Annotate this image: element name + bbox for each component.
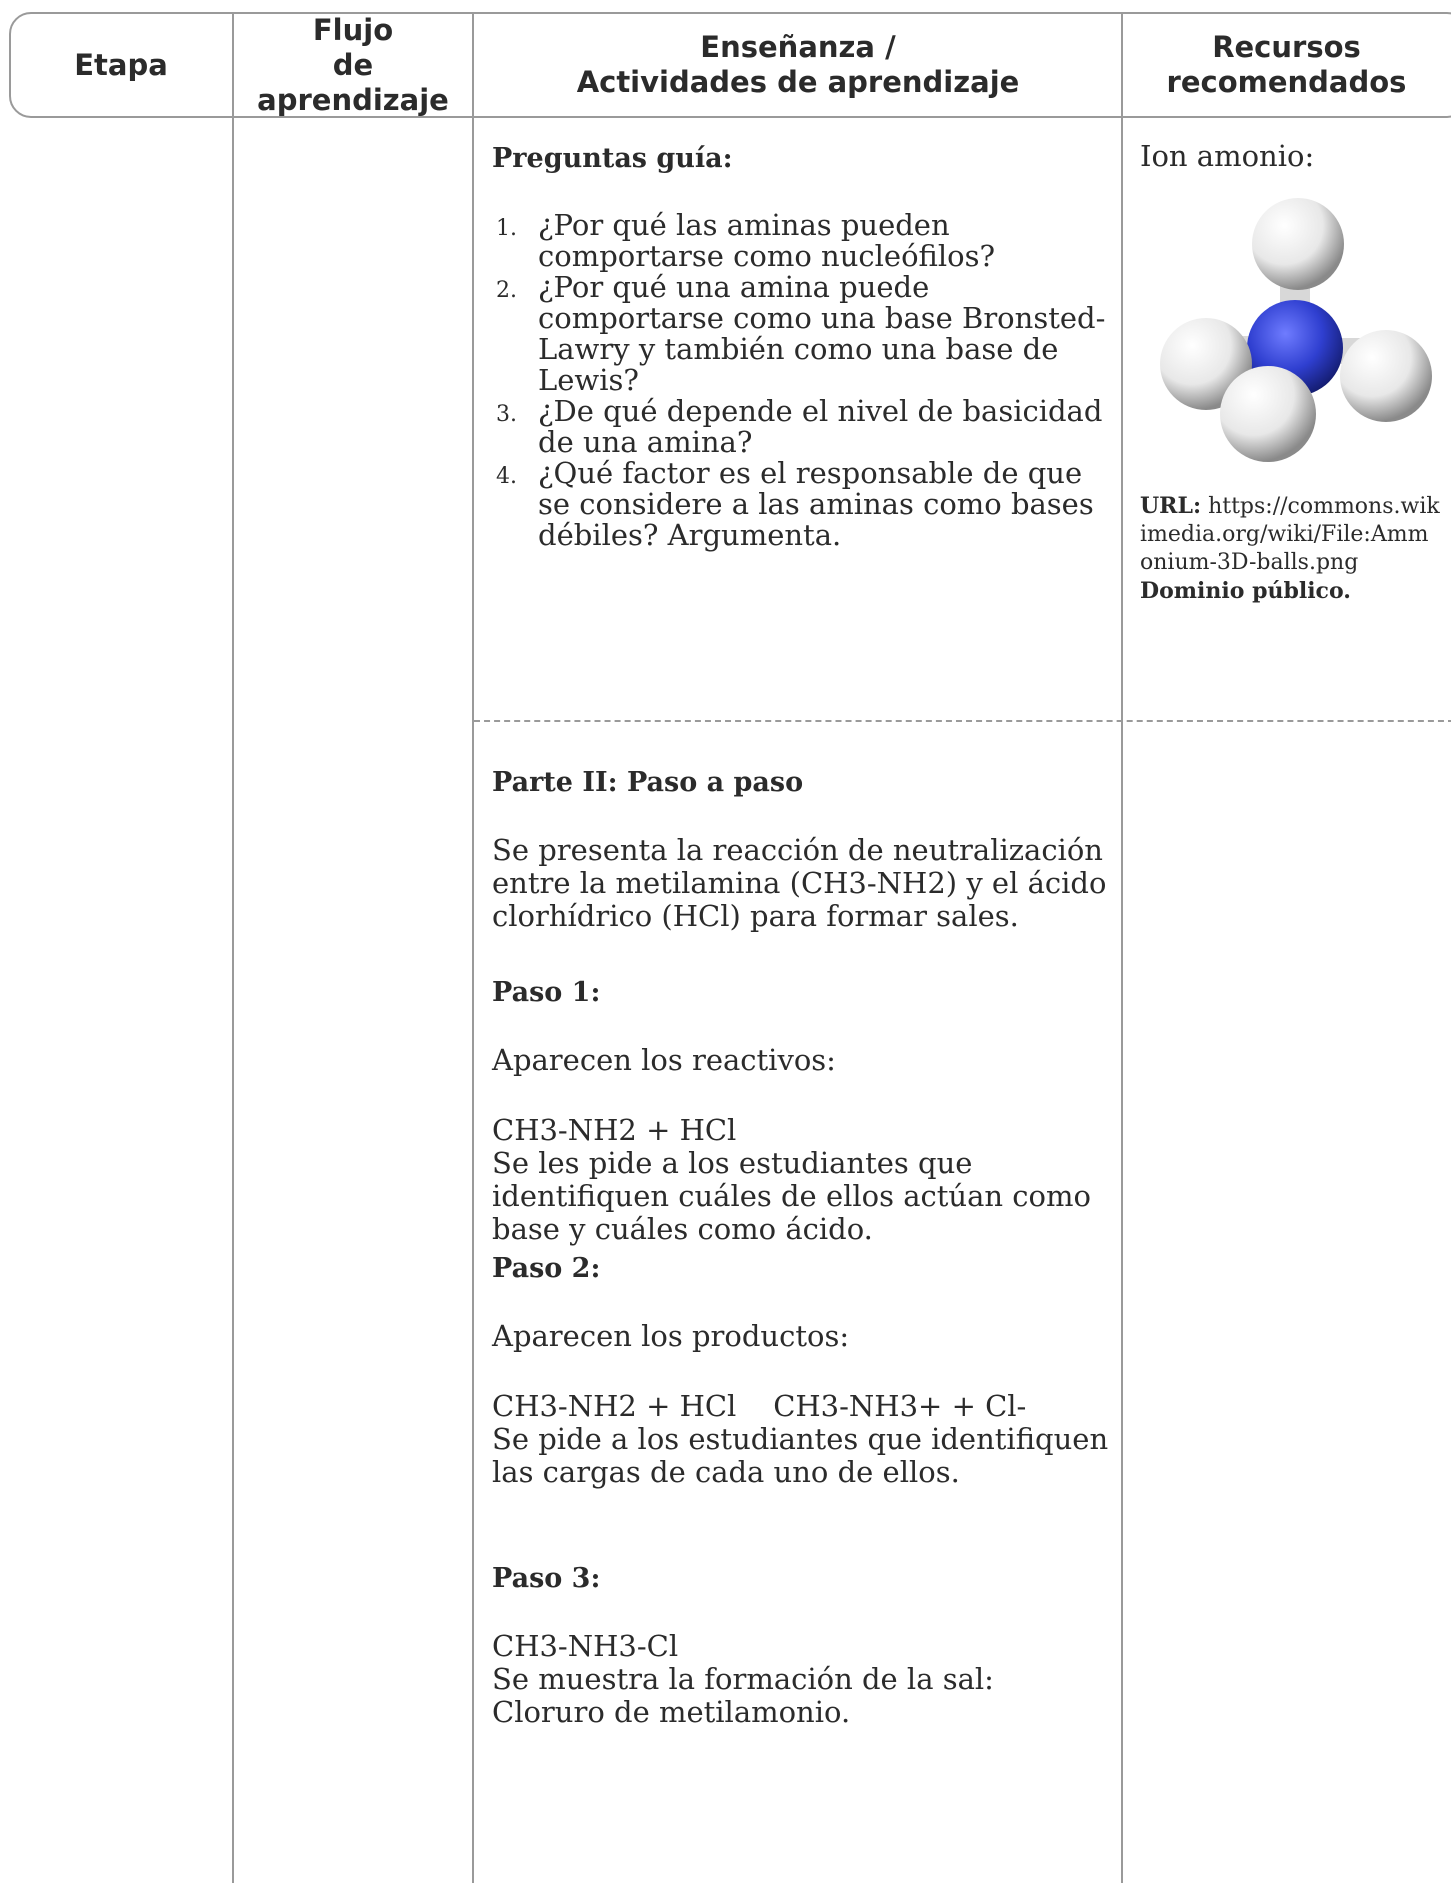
header-flujo-line2: de aprendizaje — [257, 47, 449, 117]
list-item-number: 2. — [496, 278, 517, 303]
header-ensenanza-lines: Enseñanza / Actividades de aprendizaje — [577, 30, 1020, 100]
header-recursos-line1: Recursos — [1212, 30, 1361, 64]
header-recursos: Recursos recomendados — [1122, 12, 1451, 118]
header-recursos-lines: Recursos recomendados — [1167, 30, 1407, 100]
column-divider-2 — [472, 12, 474, 1883]
list-item: 2. ¿Por qué una amina puede comportarse … — [492, 272, 1112, 396]
url-label: URL: — [1140, 493, 1202, 519]
hydrogen-atom — [1220, 366, 1316, 462]
column-divider-1 — [232, 12, 234, 1883]
header-flujo: Flujo de aprendizaje — [233, 12, 473, 118]
step2-title: Paso 2: — [492, 1253, 601, 1284]
guide-questions-list: 1. ¿Por qué las aminas pueden comportars… — [492, 210, 1112, 551]
hydrogen-atom — [1252, 198, 1344, 290]
step1-formula: CH3-NH2 + HCl — [492, 1113, 737, 1147]
step3-title: Paso 3: — [492, 1563, 601, 1594]
table-header — [9, 12, 1451, 118]
list-item: 3. ¿De qué depende el nivel de basicidad… — [492, 396, 1112, 458]
header-recursos-line2: recomendados — [1166, 65, 1407, 99]
license-text: Dominio público. — [1140, 578, 1351, 604]
step2-note: Se pide a los estudiantes que identifiqu… — [492, 1422, 1109, 1489]
guide-title: Preguntas guía: — [492, 143, 733, 174]
header-flujo-lines: Flujo de aprendizaje — [233, 13, 473, 118]
header-flujo-line1: Flujo — [312, 12, 394, 47]
step3-formula: CH3-NH3-Cl — [492, 1629, 679, 1663]
column-divider-3 — [1121, 12, 1123, 1883]
list-item: 1. ¿Por qué las aminas pueden comportars… — [492, 210, 1112, 272]
part2-title: Parte II: Paso a paso — [492, 767, 804, 798]
header-ensenanza-line1: Enseñanza / — [700, 30, 896, 64]
list-item-text: ¿Por qué las aminas pueden comportarse c… — [538, 208, 996, 273]
list-item-text: ¿Por qué una amina puede comportarse com… — [538, 270, 1106, 397]
header-etapa-text: Etapa — [74, 47, 168, 82]
step1-text: Aparecen los reactivos: — [492, 1043, 836, 1077]
step1-note: Se les pide a los estudiantes que identi… — [492, 1146, 1091, 1246]
ammonium-molecule-icon — [1160, 198, 1432, 462]
header-ensenanza-line2: Actividades de aprendizaje — [576, 65, 1020, 99]
step3-note: Se muestra la formación de la sal: Cloru… — [492, 1662, 994, 1729]
hydrogen-atom — [1340, 330, 1432, 422]
resource-note: URL: https://commons.wikimedia.org/wiki/… — [1140, 492, 1440, 606]
list-item-text: ¿De qué depende el nivel de basicidad de… — [538, 394, 1103, 459]
url-text: https://commons.wikimedia.org/wiki/File:… — [1140, 494, 1440, 575]
list-item: 4. ¿Qué factor es el responsable de que … — [492, 458, 1112, 551]
list-item-number: 3. — [496, 402, 517, 427]
list-item-text: ¿Qué factor es el responsable de que se … — [538, 456, 1094, 552]
header-ensenanza: Enseñanza / Actividades de aprendizaje — [474, 12, 1122, 118]
step2-formula: CH3-NH2 + HCl CH3-NH3+ + Cl- — [492, 1389, 1027, 1423]
list-item-number: 4. — [496, 464, 517, 489]
row-separator — [474, 720, 1451, 722]
resource-label: Ion amonio: — [1140, 139, 1315, 173]
list-item-number: 1. — [496, 216, 517, 241]
part2-intro: Se presenta la reacción de neutralizació… — [492, 833, 1107, 933]
step1-title: Paso 1: — [492, 977, 601, 1008]
header-etapa: Etapa — [9, 12, 233, 118]
step2-text: Aparecen los productos: — [492, 1319, 850, 1353]
